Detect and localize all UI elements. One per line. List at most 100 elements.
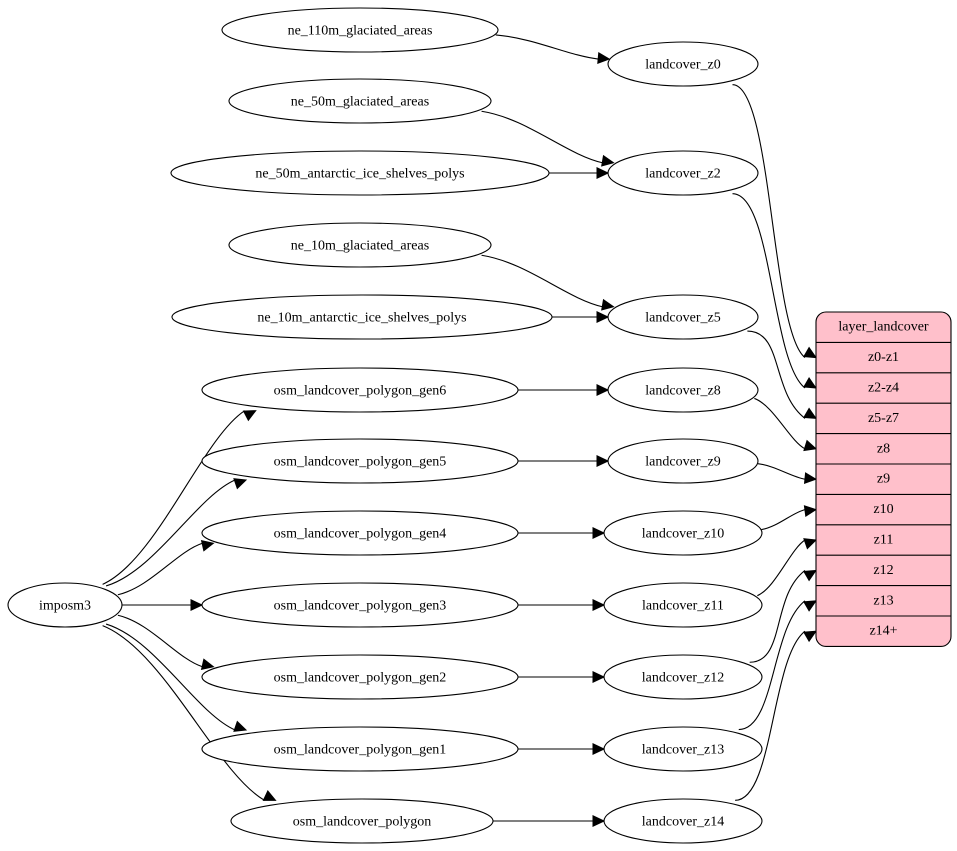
node-shape-landcover_z9 — [607, 438, 759, 484]
node-shape-osm_landcover_polygon — [230, 798, 494, 844]
node-ne_10m_glaciated_areas[interactable]: ne_10m_glaciated_areas — [228, 222, 492, 268]
node-ne_10m_antarctic_ice_shelves_polys[interactable]: ne_10m_antarctic_ice_shelves_polys — [171, 294, 553, 340]
edge-line — [749, 569, 806, 663]
node-ne_110m_glaciated_areas[interactable]: ne_110m_glaciated_areas — [221, 7, 499, 53]
record-row-z10[interactable]: z10 — [873, 502, 893, 517]
edge-ne_10m_antarctic_ice_shelves_polys-to-landcover_z5 — [552, 311, 610, 323]
edge-arrowhead — [200, 539, 215, 552]
node-landcover_z12[interactable]: landcover_z12 — [603, 654, 763, 700]
node-osm_landcover_polygon_gen5[interactable]: osm_landcover_polygon_gen5 — [201, 438, 519, 484]
edge-imposm3-to-osm_landcover_polygon — [102, 625, 277, 801]
node-shape-osm_landcover_polygon_gen4 — [201, 510, 519, 556]
edge-osm_landcover_polygon_gen1-to-landcover_z13 — [517, 743, 606, 755]
node-label-osm_landcover_polygon_gen4: osm_landcover_polygon_gen4 — [274, 527, 447, 542]
edge-arrowhead — [803, 439, 818, 452]
edge-line — [481, 254, 603, 308]
edge-arrowhead — [803, 472, 818, 485]
node-label-landcover_z2: landcover_z2 — [645, 167, 720, 182]
edge-line — [481, 110, 603, 164]
node-ne_50m_antarctic_ice_shelves_polys[interactable]: ne_50m_antarctic_ice_shelves_polys — [170, 150, 550, 196]
node-label-ne_10m_glaciated_areas: ne_10m_glaciated_areas — [291, 239, 429, 254]
edge-line — [102, 625, 265, 801]
edge-arrowhead — [242, 410, 257, 422]
node-shape-ne_50m_glaciated_areas — [228, 78, 492, 124]
node-landcover_z11[interactable]: landcover_z11 — [603, 582, 763, 628]
node-label-landcover_z11: landcover_z11 — [642, 599, 724, 614]
edge-ne_50m_glaciated_areas-to-landcover_z2 — [481, 110, 615, 167]
edge-osm_landcover_polygon-to-landcover_z14 — [493, 815, 606, 827]
record-row-z0-z1[interactable]: z0-z1 — [868, 350, 899, 365]
node-label-osm_landcover_polygon_gen6: osm_landcover_polygon_gen6 — [274, 384, 447, 399]
node-osm_landcover_polygon_gen6[interactable]: osm_landcover_polygon_gen6 — [201, 367, 519, 413]
edge-ne_10m_glaciated_areas-to-landcover_z5 — [481, 254, 615, 311]
edge-line — [747, 330, 806, 419]
record-node-layer: layer_landcover z0-z1 z2-z4 z5-z7 z8 z9 z10 z11… — [815, 311, 952, 647]
node-osm_landcover_polygon_gen1[interactable]: osm_landcover_polygon_gen1 — [201, 726, 519, 772]
record-row-z14+[interactable]: z14+ — [869, 624, 897, 639]
node-landcover_z9[interactable]: landcover_z9 — [607, 438, 759, 484]
edge-imposm3-to-osm_landcover_polygon_gen6 — [102, 410, 257, 585]
edge-arrowhead — [233, 720, 248, 732]
edge-arrowhead — [601, 298, 615, 311]
record-row-z2-z4[interactable]: z2-z4 — [868, 381, 899, 396]
record-row-z8[interactable]: z8 — [877, 441, 890, 456]
record-row-z13[interactable]: z13 — [873, 593, 893, 608]
node-imposm3[interactable]: imposm3 — [7, 582, 123, 628]
edge-arrowhead — [592, 599, 606, 611]
node-osm_landcover_polygon_gen3[interactable]: osm_landcover_polygon_gen3 — [201, 582, 519, 628]
node-osm_landcover_polygon_gen2[interactable]: osm_landcover_polygon_gen2 — [201, 654, 519, 700]
node-landcover_z13[interactable]: landcover_z13 — [603, 726, 763, 772]
edge-landcover_z12-to-z12 — [749, 569, 818, 663]
node-label-landcover_z0: landcover_z0 — [645, 58, 720, 73]
edge-arrowhead — [190, 599, 204, 611]
edge-osm_landcover_polygon_gen6-to-landcover_z8 — [518, 384, 610, 396]
edge-arrowhead — [592, 671, 606, 683]
node-shape-landcover_z11 — [603, 582, 763, 628]
node-landcover_z0[interactable]: landcover_z0 — [607, 41, 759, 87]
edge-arrowhead — [803, 407, 818, 419]
node-label-landcover_z13: landcover_z13 — [642, 743, 724, 758]
edge-landcover_z11-to-z11 — [757, 538, 818, 597]
node-osm_landcover_polygon[interactable]: osm_landcover_polygon — [230, 798, 494, 844]
node-label-landcover_z14: landcover_z14 — [642, 815, 724, 830]
node-shape-landcover_z10 — [603, 510, 763, 556]
node-landcover_z14[interactable]: landcover_z14 — [603, 798, 763, 844]
edge-line — [757, 463, 806, 480]
record-header-label: layer_landcover — [838, 320, 929, 335]
edge-arrowhead — [596, 384, 610, 396]
node-label-landcover_z12: landcover_z12 — [642, 671, 724, 686]
edge-line — [732, 84, 806, 359]
edge-landcover_z0-to-z0-z1 — [732, 84, 818, 359]
node-landcover_z10[interactable]: landcover_z10 — [603, 510, 763, 556]
edge-landcover_z14-to-z14+ — [735, 630, 818, 801]
node-shape-ne_50m_antarctic_ice_shelves_polys — [170, 150, 550, 196]
node-label-osm_landcover_polygon: osm_landcover_polygon — [293, 815, 431, 830]
edge-arrowhead — [592, 527, 606, 539]
edge-imposm3-to-osm_landcover_polygon_gen5 — [105, 478, 248, 587]
edge-line — [105, 623, 236, 731]
node-label-ne_50m_antarctic_ice_shelves_polys: ne_50m_antarctic_ice_shelves_polys — [255, 167, 464, 182]
node-shape-ne_10m_glaciated_areas — [228, 222, 492, 268]
node-shape-ne_110m_glaciated_areas — [221, 7, 499, 53]
node-shape-osm_landcover_polygon_gen1 — [201, 726, 519, 772]
record-row-z11[interactable]: z11 — [874, 533, 894, 548]
edge-arrowhead — [803, 538, 818, 550]
edge-arrowhead — [803, 569, 818, 582]
node-ne_50m_glaciated_areas[interactable]: ne_50m_glaciated_areas — [228, 78, 492, 124]
record-row-z12[interactable]: z12 — [873, 563, 893, 578]
edge-imposm3-to-osm_landcover_polygon_gen2 — [117, 614, 215, 671]
record-row-z9[interactable]: z9 — [877, 472, 890, 487]
edge-arrowhead — [592, 743, 606, 755]
node-landcover_z2[interactable]: landcover_z2 — [607, 150, 759, 196]
node-osm_landcover_polygon_gen4[interactable]: osm_landcover_polygon_gen4 — [201, 510, 519, 556]
node-landcover_z8[interactable]: landcover_z8 — [607, 367, 759, 413]
record-node-layer-landcover[interactable]: layer_landcover z0-z1 z2-z4 z5-z7 z8 z9 z10 z11… — [815, 311, 952, 647]
node-shape-osm_landcover_polygon_gen2 — [201, 654, 519, 700]
node-landcover_z5[interactable]: landcover_z5 — [607, 294, 759, 340]
edge-arrowhead — [803, 346, 818, 359]
node-label-osm_landcover_polygon_gen2: osm_landcover_polygon_gen2 — [274, 671, 447, 686]
record-row-z5-z7[interactable]: z5-z7 — [868, 411, 899, 426]
edge-landcover_z8-to-z8 — [754, 397, 818, 452]
edge-arrowhead — [200, 658, 215, 671]
